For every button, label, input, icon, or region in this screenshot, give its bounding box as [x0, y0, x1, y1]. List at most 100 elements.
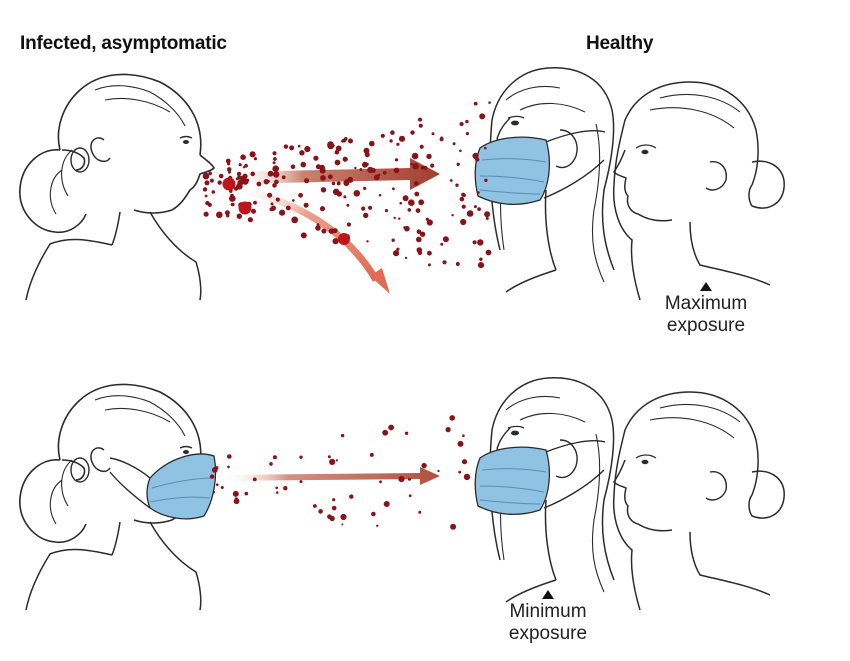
- droplet: [253, 200, 257, 205]
- droplet: [348, 138, 353, 144]
- infected-child-unmasked: [19, 73, 215, 301]
- droplet: [225, 158, 231, 164]
- droplet: [240, 154, 246, 160]
- droplet: [272, 151, 277, 156]
- droplet: [336, 191, 342, 197]
- droplet: [388, 424, 394, 431]
- droplet: [334, 149, 340, 155]
- droplet: [290, 164, 296, 170]
- droplet: [414, 191, 420, 197]
- droplet: [346, 222, 351, 227]
- droplet: [396, 247, 400, 251]
- droplet: [203, 211, 209, 217]
- droplet: [320, 187, 327, 193]
- droplet: [390, 130, 395, 135]
- droplet: [431, 132, 435, 136]
- droplet: [334, 228, 338, 232]
- droplet: [473, 205, 477, 209]
- droplet: [226, 214, 230, 218]
- droplet: [442, 260, 447, 265]
- droplet: [477, 262, 485, 269]
- droplet: [379, 480, 382, 484]
- droplet: [442, 236, 449, 243]
- droplet: [229, 195, 236, 202]
- droplet: [398, 217, 401, 220]
- droplet: [439, 137, 444, 142]
- droplet: [408, 199, 415, 206]
- droplet: [347, 176, 354, 183]
- droplet: [320, 175, 326, 181]
- droplet: [430, 163, 435, 168]
- droplet: [484, 146, 487, 150]
- falling-arrowhead: [370, 268, 390, 294]
- droplet: [461, 459, 468, 465]
- droplet-spray-arrow: [230, 158, 440, 190]
- droplet: [283, 486, 288, 491]
- droplet: [250, 171, 255, 177]
- droplet: [272, 161, 276, 165]
- droplet: [418, 117, 422, 122]
- droplet: [285, 205, 291, 211]
- top-panel: [19, 67, 785, 301]
- droplet: [399, 201, 403, 205]
- droplet: [217, 180, 222, 185]
- droplet: [327, 141, 334, 148]
- droplet: [465, 132, 469, 136]
- droplet: [420, 166, 425, 170]
- droplet: [212, 491, 216, 494]
- droplet: [463, 473, 471, 481]
- droplet: [281, 175, 286, 180]
- droplet: [332, 498, 336, 502]
- droplet: [354, 166, 357, 170]
- child-mask-icon: [109, 453, 217, 520]
- droplet: [426, 219, 433, 226]
- droplet: [218, 173, 224, 179]
- droplet: [297, 144, 301, 148]
- droplet: [328, 228, 335, 234]
- droplet: [419, 144, 424, 149]
- droplet: [216, 483, 219, 486]
- droplet: [462, 434, 465, 437]
- droplet: [244, 491, 249, 496]
- droplet: [419, 231, 426, 237]
- triangle-up-icon: [700, 282, 712, 291]
- droplet: [268, 172, 273, 177]
- droplet: [461, 204, 466, 209]
- droplet: [343, 195, 347, 199]
- droplet: [318, 509, 323, 514]
- droplet: [415, 208, 421, 214]
- large-droplet: [338, 233, 350, 245]
- droplet: [363, 186, 367, 190]
- droplet: [440, 242, 444, 246]
- droplet: [418, 199, 425, 206]
- droplet-spray-arrow-thin: [222, 467, 440, 485]
- droplet: [455, 262, 460, 266]
- droplet: [236, 171, 242, 177]
- droplet: [272, 455, 277, 460]
- face-mask-icon: [474, 440, 606, 516]
- droplet: [458, 470, 462, 474]
- droplet: [413, 181, 419, 187]
- droplet: [418, 123, 423, 128]
- droplet: [202, 187, 208, 192]
- droplet: [376, 524, 379, 527]
- droplet: [485, 249, 492, 256]
- droplet: [251, 208, 256, 214]
- droplet: [416, 229, 422, 234]
- droplet: [269, 462, 273, 466]
- droplet: [272, 165, 280, 172]
- droplet: [382, 171, 387, 175]
- exposure-line-2: exposure: [508, 623, 588, 644]
- droplet: [204, 194, 208, 198]
- maximum-exposure-label: Maximum exposure: [646, 282, 766, 337]
- droplet: [484, 211, 491, 218]
- droplet: [488, 101, 491, 104]
- droplet: [270, 205, 276, 211]
- droplet: [279, 209, 286, 216]
- droplet: [226, 167, 232, 172]
- droplet: [273, 171, 280, 178]
- droplet: [473, 101, 478, 106]
- droplet: [332, 238, 339, 245]
- minimum-exposure-label: Minimum exposure: [488, 590, 608, 645]
- droplet: [477, 239, 484, 246]
